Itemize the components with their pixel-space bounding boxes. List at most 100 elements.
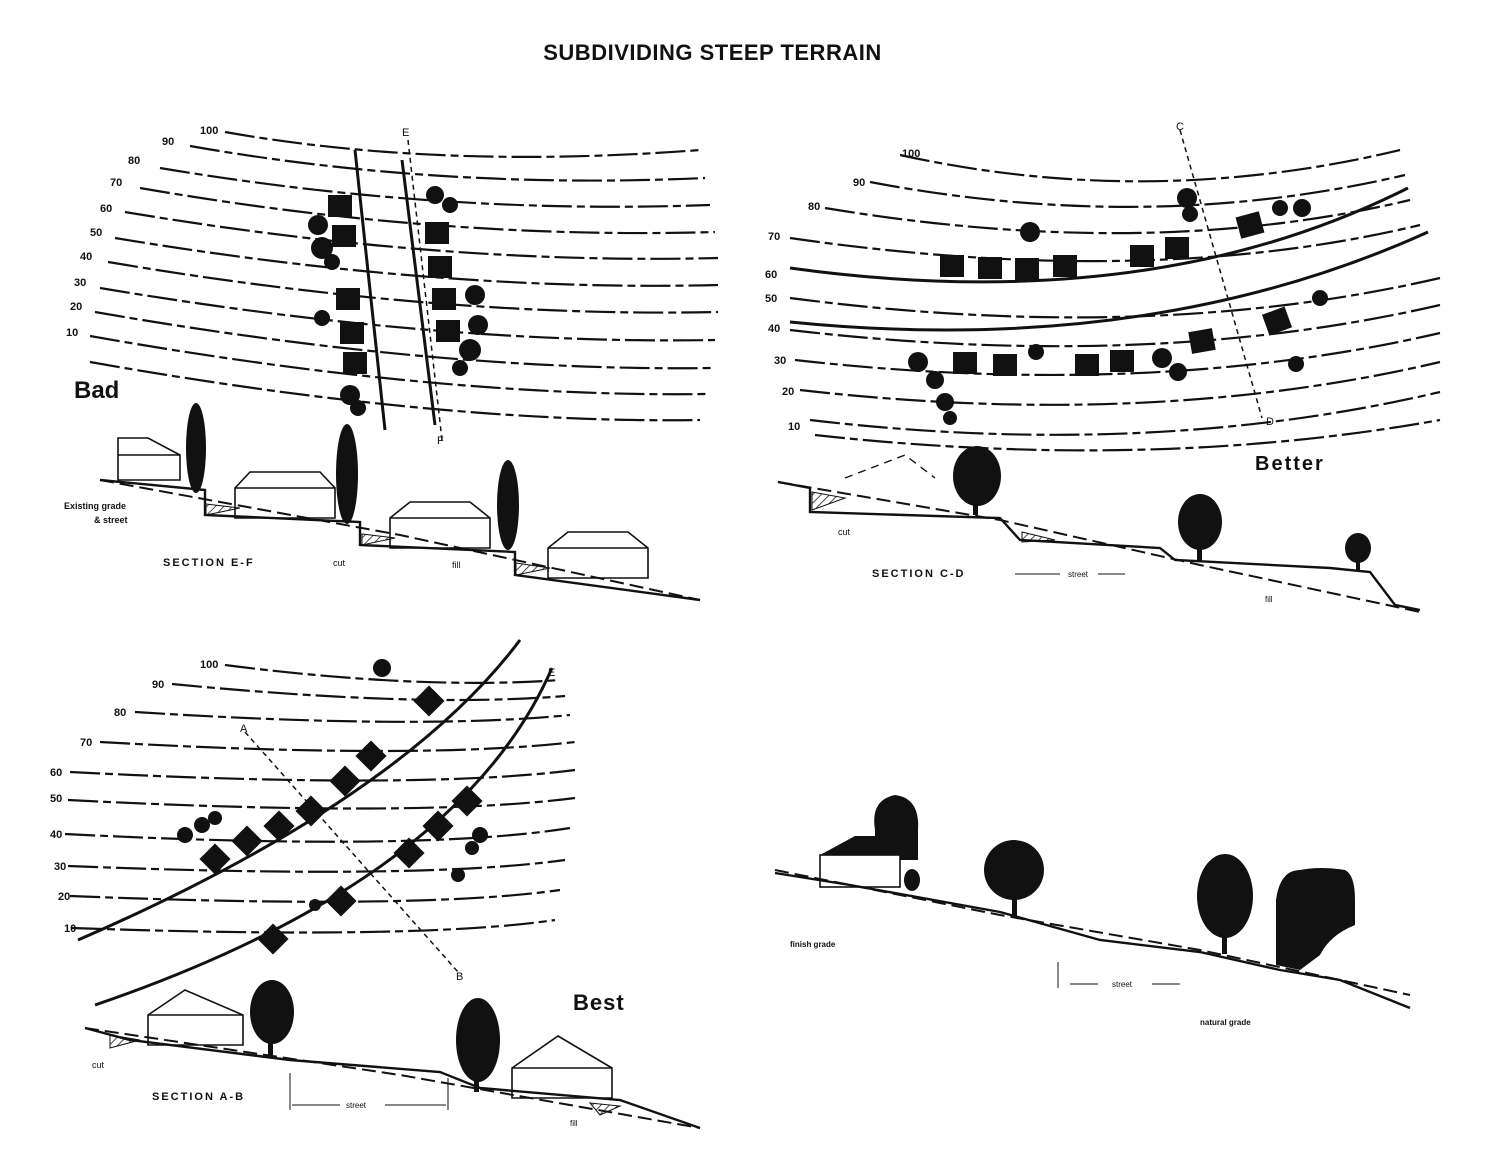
- tree-icon: [1345, 533, 1371, 563]
- house-lot: [1075, 354, 1099, 376]
- tree-icon: [1028, 344, 1044, 360]
- contour-label: 60: [765, 269, 777, 281]
- annotation-street: street: [1068, 570, 1089, 579]
- house-lot: [263, 810, 295, 842]
- tree-icon: [465, 285, 485, 305]
- house-lot: [422, 810, 454, 842]
- tree-icon: [1020, 222, 1040, 242]
- section-mark: B: [456, 971, 463, 983]
- contour-label: 40: [768, 323, 780, 335]
- tree-icon: [472, 827, 488, 843]
- contour-label: 30: [774, 355, 786, 367]
- house-lot: [1110, 350, 1134, 372]
- tree-icon: [904, 869, 920, 891]
- tree-icon: [373, 659, 391, 677]
- contour-label: 80: [808, 201, 820, 213]
- annotation-existing-grade: Existing grade: [64, 501, 126, 511]
- tree-icon: [194, 817, 210, 833]
- better-plan: C D 100 90 80 70 60 50 40 30 20 10: [765, 121, 1441, 452]
- tree-icon: [452, 360, 468, 376]
- house-lot: [343, 352, 367, 374]
- section-title: SECTION C-D: [872, 568, 966, 580]
- contour-label: 40: [80, 251, 92, 263]
- contour-label: 30: [54, 861, 66, 873]
- contour-label: 60: [50, 767, 62, 779]
- bad-plan: 100 90 80 70 60 50 40 30 20 10 E F: [66, 125, 719, 447]
- annotation-cut: cut: [92, 1060, 105, 1070]
- house-lot: [340, 322, 364, 344]
- section-mark: E: [548, 667, 555, 679]
- section-mark: D: [1266, 416, 1274, 428]
- house-lot: [425, 222, 449, 244]
- house-lot: [940, 255, 964, 277]
- house-lot: [1165, 237, 1189, 259]
- better-section: cut SECTION C-D street fill: [777, 446, 1421, 613]
- tree-icon: [468, 315, 488, 335]
- annotation-natural-grade: natural grade: [1200, 1018, 1251, 1027]
- tree-icon: [1169, 363, 1187, 381]
- house-lot: [1188, 328, 1216, 354]
- tree-icon: [314, 310, 330, 326]
- tree-icon: [208, 811, 222, 825]
- house-lot: [1015, 258, 1039, 280]
- house-lot: [295, 795, 327, 827]
- profile-section: finish grade street natural grade: [774, 795, 1411, 1027]
- annotation-cut: cut: [838, 527, 851, 537]
- tree-icon: [250, 980, 294, 1044]
- tree-icon: [953, 446, 1001, 506]
- house-lot: [1053, 255, 1077, 277]
- bad-section: Existing grade & street SECTION E-F cut …: [64, 403, 701, 602]
- tree-icon: [1293, 199, 1311, 217]
- tree-icon: [324, 254, 340, 270]
- tree-icon: [186, 403, 206, 493]
- house-lot: [451, 785, 483, 817]
- tree-icon: [1272, 200, 1288, 216]
- tree-icon: [908, 352, 928, 372]
- contour-label: 100: [902, 148, 920, 160]
- house-lot: [328, 195, 352, 217]
- contour-label: 40: [50, 829, 62, 841]
- tree-icon: [465, 841, 479, 855]
- tree-icon: [1312, 290, 1328, 306]
- house-lot: [436, 320, 460, 342]
- house-lot: [953, 352, 977, 374]
- tree-icon: [936, 393, 954, 411]
- house-lot: [428, 256, 452, 278]
- contour-label: 100: [200, 659, 218, 671]
- panel-label-better: Better: [1255, 453, 1325, 475]
- panel-label-best: Best: [573, 990, 625, 1015]
- section-title: SECTION E-F: [163, 557, 255, 569]
- contour-label: 90: [853, 177, 865, 189]
- contour-label: 50: [50, 793, 62, 805]
- house-lot: [332, 225, 356, 247]
- house-lot: [1130, 245, 1154, 267]
- contour-label: 20: [782, 386, 794, 398]
- tree-icon: [1182, 206, 1198, 222]
- contour-label: 60: [100, 203, 112, 215]
- contour-label: 10: [64, 923, 76, 935]
- contour-label: 70: [80, 737, 92, 749]
- house-lot: [325, 885, 357, 917]
- tree-icon: [350, 400, 366, 416]
- contour-label: 20: [58, 891, 70, 903]
- tree-icon: [336, 424, 358, 524]
- house-lot: [1261, 306, 1293, 336]
- contour-label: 50: [90, 227, 102, 239]
- house-lot: [257, 923, 289, 955]
- best-plan: A B E 100 90 80 70 60 50 40 30 20 10: [50, 639, 576, 1007]
- tree-icon: [311, 237, 333, 259]
- contour-label: 10: [788, 421, 800, 433]
- tree-icon: [1288, 356, 1304, 372]
- tree-icon: [1152, 348, 1172, 368]
- tree-icon: [456, 998, 500, 1082]
- annotation-street: & street: [94, 515, 128, 525]
- tree-icon: [943, 411, 957, 425]
- section-mark: F: [437, 435, 444, 447]
- section-title: SECTION A-B: [152, 1091, 245, 1103]
- tree-icon: [177, 827, 193, 843]
- house-roof: [820, 836, 900, 855]
- annotation-fill: fill: [452, 560, 461, 570]
- contour-label: 90: [152, 679, 164, 691]
- house-icon: [147, 989, 244, 1046]
- panel-label-bad: Bad: [74, 377, 119, 404]
